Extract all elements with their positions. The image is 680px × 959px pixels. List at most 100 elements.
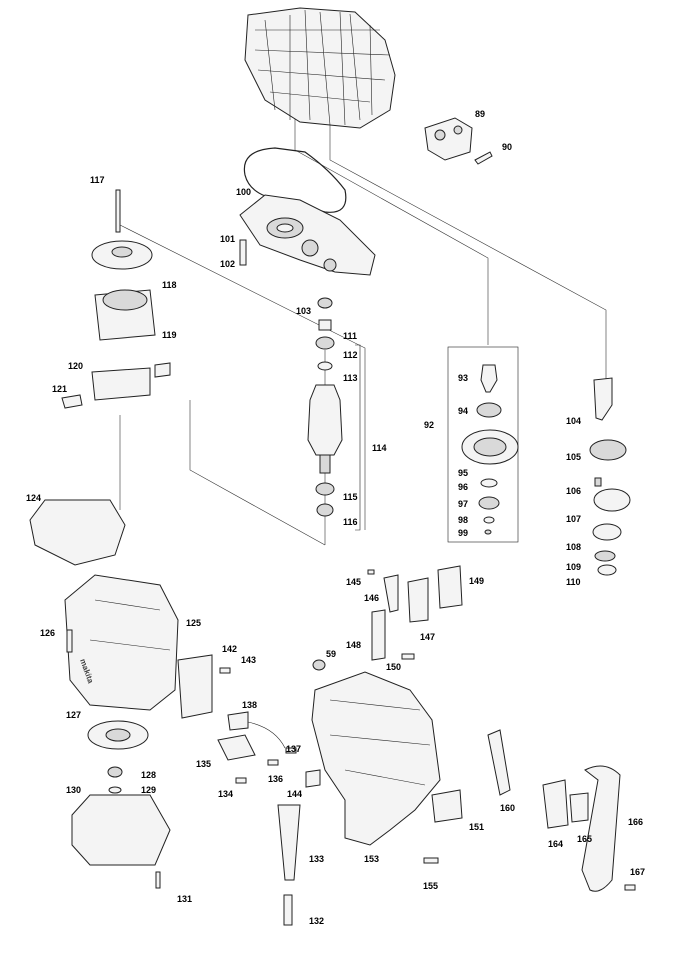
label-148: 148 (346, 640, 361, 650)
part-137-screw (285, 747, 297, 754)
label-98: 98 (458, 515, 468, 525)
label-121: 121 (52, 384, 67, 394)
part-160-grip-cover (487, 729, 511, 796)
label-94: 94 (458, 406, 468, 416)
label-166: 166 (628, 817, 643, 827)
label-107: 107 (566, 514, 581, 524)
part-99-key (484, 529, 492, 535)
part-127-fan (87, 720, 149, 750)
label-153: 153 (364, 854, 379, 864)
label-119: 119 (162, 330, 177, 340)
label-96: 96 (458, 482, 468, 492)
label-145: 145 (346, 577, 361, 587)
part-148-slide (371, 609, 386, 661)
label-111: 111 (343, 331, 357, 341)
label-125: 125 (186, 618, 201, 628)
part-149-bracket (437, 565, 463, 609)
part-102-screw (239, 239, 247, 266)
label-92: 92 (424, 420, 434, 430)
part-124-cover (29, 499, 126, 566)
label-160: 160 (500, 803, 515, 813)
part-146-lever (383, 574, 399, 613)
part-112-bearing (315, 336, 335, 350)
part-59-cap (312, 659, 326, 671)
label-120: 120 (68, 361, 83, 371)
switch-assembly (177, 654, 321, 788)
label-138: 138 (242, 700, 257, 710)
label-136: 136 (268, 774, 283, 784)
part-167-screw (624, 884, 636, 891)
label-149: 149 (469, 576, 484, 586)
label-155: 155 (423, 881, 438, 891)
part-94-bearing (476, 402, 502, 418)
part-117-bolt (115, 189, 121, 233)
part-106-pin (594, 477, 602, 487)
label-151: 151 (469, 822, 484, 832)
label-99: 99 (458, 528, 468, 538)
label-103: 103 (296, 306, 311, 316)
part-129-nut (108, 786, 122, 794)
part-144-hinge (305, 769, 321, 788)
label-97: 97 (458, 499, 468, 509)
part-97-bearing (478, 496, 500, 510)
part-101-bearing-plate (239, 194, 376, 276)
gear-housing-assembly (244, 7, 396, 129)
part-165-switch (569, 792, 589, 823)
part-92-gear-group (447, 346, 519, 543)
part-108-clutch (592, 523, 622, 541)
part-104-shaft (593, 377, 613, 421)
label-101: 101 (220, 234, 235, 244)
label-144: 144 (287, 789, 302, 799)
grip-parts (487, 729, 636, 892)
part-128-washer (107, 766, 123, 778)
part-89-clamp-block (424, 117, 473, 161)
label-109: 109 (566, 562, 581, 572)
part-142-controller (177, 654, 213, 719)
label-106: 106 (566, 486, 581, 496)
label-89: 89 (475, 109, 485, 119)
part-120-brush-holder (91, 367, 151, 401)
part-125-motor-housing (64, 574, 179, 711)
label-137: 137 (286, 744, 301, 754)
part-109-ring (594, 550, 616, 562)
part-126-screw (66, 629, 73, 653)
part-103-bearing (317, 297, 333, 309)
part-105-bearing (589, 439, 627, 461)
label-127: 127 (66, 710, 81, 720)
label-115: 115 (343, 492, 358, 502)
part-153-handle-housing (311, 671, 441, 846)
label-146: 146 (364, 593, 379, 603)
label-150: 150 (386, 662, 401, 672)
label-167: 167 (630, 867, 645, 877)
part-96-washer (480, 478, 498, 488)
label-117: 117 (90, 175, 105, 185)
part-155-screw (423, 857, 439, 864)
part-132-cord (283, 894, 293, 926)
part-116-bearing (316, 503, 334, 517)
part-93-gear-shaft (480, 364, 498, 393)
label-132: 132 (309, 916, 324, 926)
label-124: 124 (26, 493, 41, 503)
assembly-guide-lines (119, 115, 607, 546)
label-114: 114 (372, 443, 387, 453)
label-59: 59 (326, 649, 336, 659)
right-gear-column (589, 377, 631, 576)
label-129: 129 (141, 785, 156, 795)
label-102: 102 (220, 259, 235, 269)
part-138-cord (227, 711, 249, 731)
part-136-screw (267, 759, 279, 766)
part-150-screw (401, 653, 415, 660)
part-98-ring (483, 516, 495, 524)
armature-column (307, 297, 361, 531)
part-121-terminal (61, 394, 83, 409)
label-108: 108 (566, 542, 581, 552)
label-147: 147 (420, 632, 435, 642)
label-116: 116 (343, 517, 358, 527)
label-143: 143 (241, 655, 256, 665)
part-145-pin (367, 569, 375, 575)
part-135-bracket (217, 734, 256, 761)
label-134: 134 (218, 789, 233, 799)
part-115-bearing (315, 482, 335, 496)
part-134-screw (235, 777, 247, 784)
